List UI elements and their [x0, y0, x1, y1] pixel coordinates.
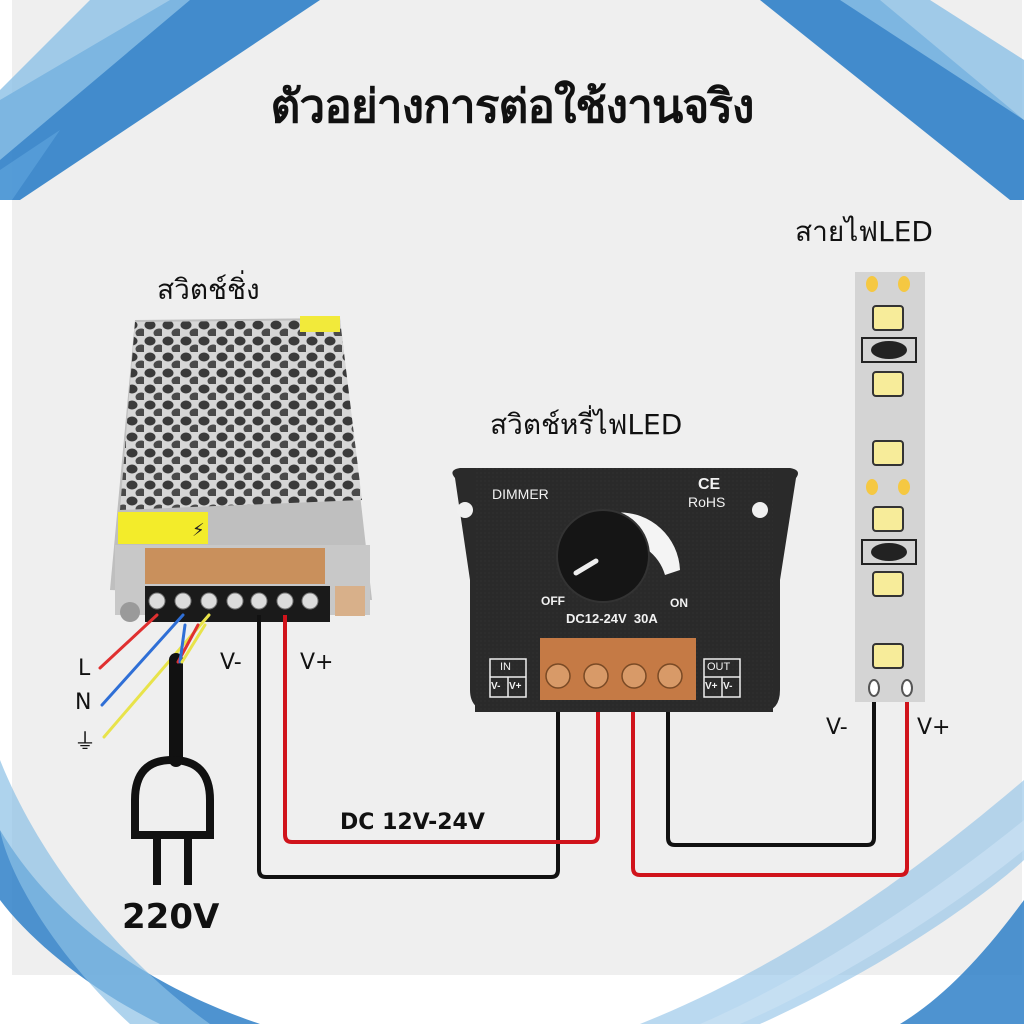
dimmer-in-vneg: V-	[491, 681, 501, 692]
dimmer-out-vpos: V+	[705, 681, 718, 692]
earth-icon: ⏚	[74, 730, 97, 755]
psu-vpos-label: V+	[300, 650, 334, 675]
terminal-cover	[145, 548, 325, 584]
rohs-mark: RoHS	[688, 494, 726, 510]
led-vneg-label: V-	[826, 715, 848, 740]
dc-voltage-label: DC 12V-24V	[340, 810, 485, 835]
dimmer-in-vpos: V+	[509, 681, 522, 692]
dimmer-brand-text: DIMMER	[492, 486, 549, 502]
ac-input-wires	[98, 613, 211, 767]
dimmer-device	[452, 468, 798, 712]
power-supply-label: สวิตช์ชิ่ง	[157, 273, 260, 306]
plug-icon	[131, 755, 214, 885]
dimmer-knob	[556, 509, 650, 603]
dimmer-out-label: OUT	[707, 661, 731, 673]
dimmer-in-label: IN	[500, 661, 511, 673]
led-vpos-label: V+	[917, 715, 951, 740]
power-supply: ⚡	[110, 316, 372, 622]
led-strip-label: สายไฟLED	[795, 215, 933, 248]
ac-voltage-label: 220V	[122, 897, 220, 937]
svg-text:⚡: ⚡	[192, 520, 205, 541]
psu-vneg-label: V-	[220, 650, 242, 675]
knob-off-label: OFF	[541, 594, 565, 608]
warning-sticker	[118, 512, 208, 544]
dimmer-label: สวิตช์หรี่ไฟLED	[490, 408, 683, 441]
neutral-label: N	[75, 690, 92, 715]
dimmer-out-vneg: V-	[723, 681, 733, 692]
page-title: ตัวอย่างการต่อใช้งานจริง	[270, 79, 754, 133]
knob-on-label: ON	[670, 596, 688, 610]
dc-wires	[257, 615, 909, 879]
dimmer-rating: DC12-24V 30A	[566, 611, 658, 626]
live-label: L	[78, 656, 91, 681]
ce-mark: CE	[698, 476, 721, 493]
led-strip	[855, 272, 925, 702]
